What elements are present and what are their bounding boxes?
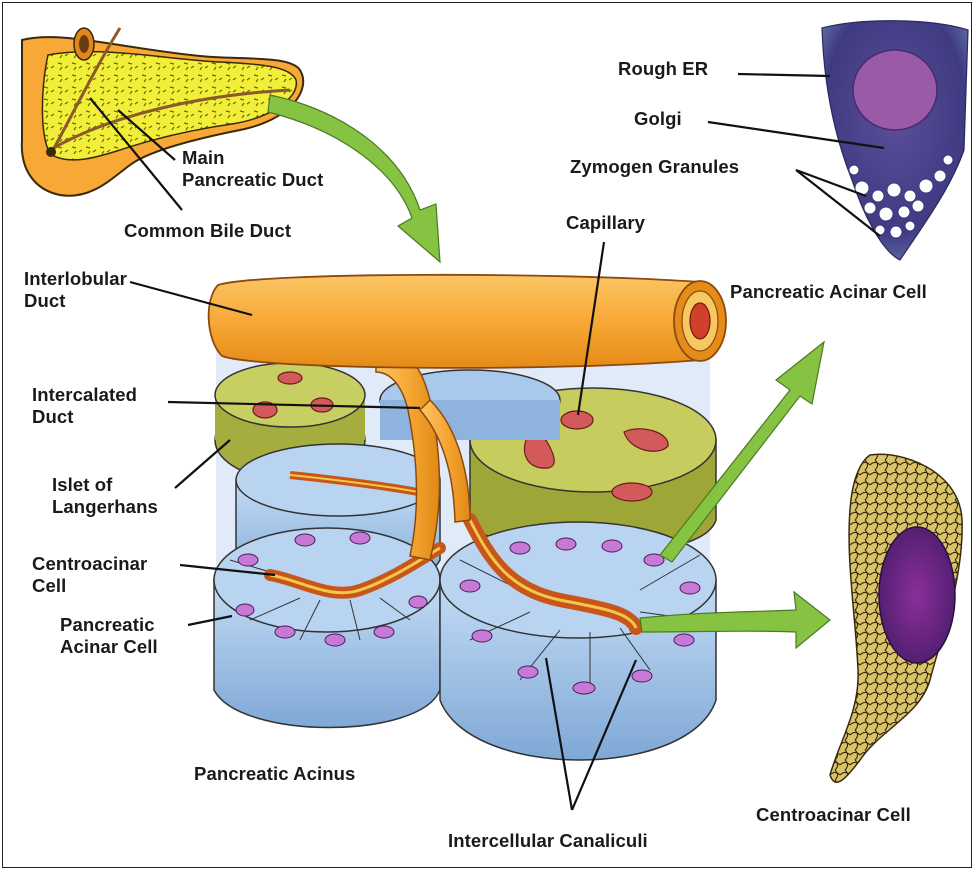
islet-line-1: Islet of	[52, 474, 158, 496]
centroacinar-left-label: Centroacinar Cell	[32, 553, 147, 597]
common-bile-duct-label: Common Bile Duct	[124, 220, 291, 242]
centroacinar-left-line-1: Centroacinar	[32, 553, 147, 575]
main-duct-line-2: Pancreatic Duct	[182, 169, 323, 191]
interlobular-line-2: Duct	[24, 290, 127, 312]
interlobular-duct-tube	[209, 275, 726, 368]
centroacinar-right-label: Centroacinar Cell	[756, 804, 911, 826]
golgi-label: Golgi	[634, 108, 682, 130]
islet-line-2: Langerhans	[52, 496, 158, 518]
capillary-label: Capillary	[566, 212, 645, 234]
interlobular-duct-label: Interlobular Duct	[24, 268, 127, 312]
acinar-cell-micrograph	[822, 21, 968, 260]
intercellular-canaliculi-label: Intercellular Canaliculi	[448, 830, 648, 852]
acinar-cell-right-label: Pancreatic Acinar Cell	[730, 281, 927, 303]
acinar-left-label: Pancreatic Acinar Cell	[60, 614, 158, 658]
main-duct-label: Main Pancreatic Duct	[182, 147, 323, 191]
rough-er-label: Rough ER	[618, 58, 708, 80]
intercalated-duct-label: Intercalated Duct	[32, 384, 137, 428]
acinar-left-line-2: Acinar Cell	[60, 636, 158, 658]
islet-label: Islet of Langerhans	[52, 474, 158, 518]
acinus-lower-left	[214, 528, 440, 728]
intercalated-line-2: Duct	[32, 406, 137, 428]
zymogen-granules-label: Zymogen Granules	[570, 156, 739, 178]
centroacinar-left-line-2: Cell	[32, 575, 147, 597]
acinar-left-line-1: Pancreatic	[60, 614, 158, 636]
interlobular-line-1: Interlobular	[24, 268, 127, 290]
main-duct-line-1: Main	[182, 147, 323, 169]
intercalated-line-1: Intercalated	[32, 384, 137, 406]
pancreatic-acinus-label: Pancreatic Acinus	[194, 763, 355, 785]
centroacinar-cell-micrograph	[830, 454, 962, 782]
